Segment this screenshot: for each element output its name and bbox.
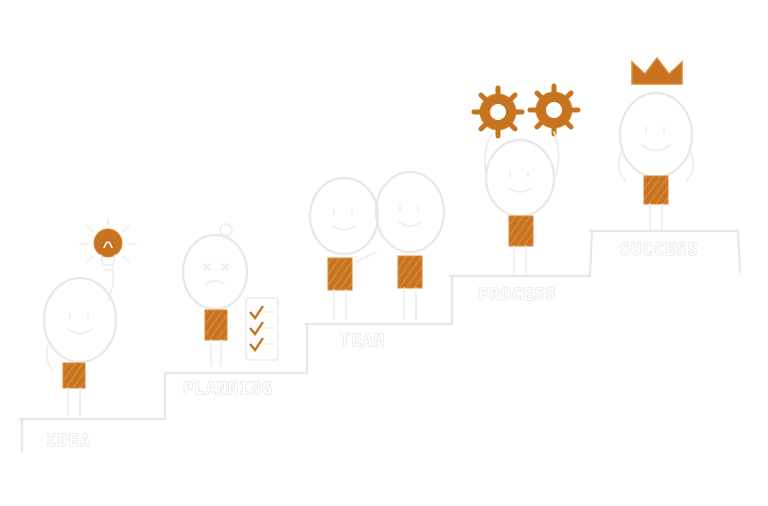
figure-process [471,83,581,275]
figure-planning [181,223,279,367]
step-label-planning: PLANNING [183,379,273,399]
step-label-idea: IDEA [46,431,91,451]
figure-team-left [308,176,380,321]
figure-team-right [355,170,446,321]
gear-icon [527,83,581,137]
crown-icon [631,56,683,85]
step-label-team: TEAM [340,331,385,351]
step-label-process: PROCESS [478,285,557,305]
step-label-success: SUCCESS [620,240,699,260]
figure-idea [42,217,137,417]
checklist-icon [245,297,279,361]
lightbulb-icon [79,217,137,271]
staircase [18,229,742,454]
figure-success [618,56,694,231]
gear-icon [471,85,525,139]
